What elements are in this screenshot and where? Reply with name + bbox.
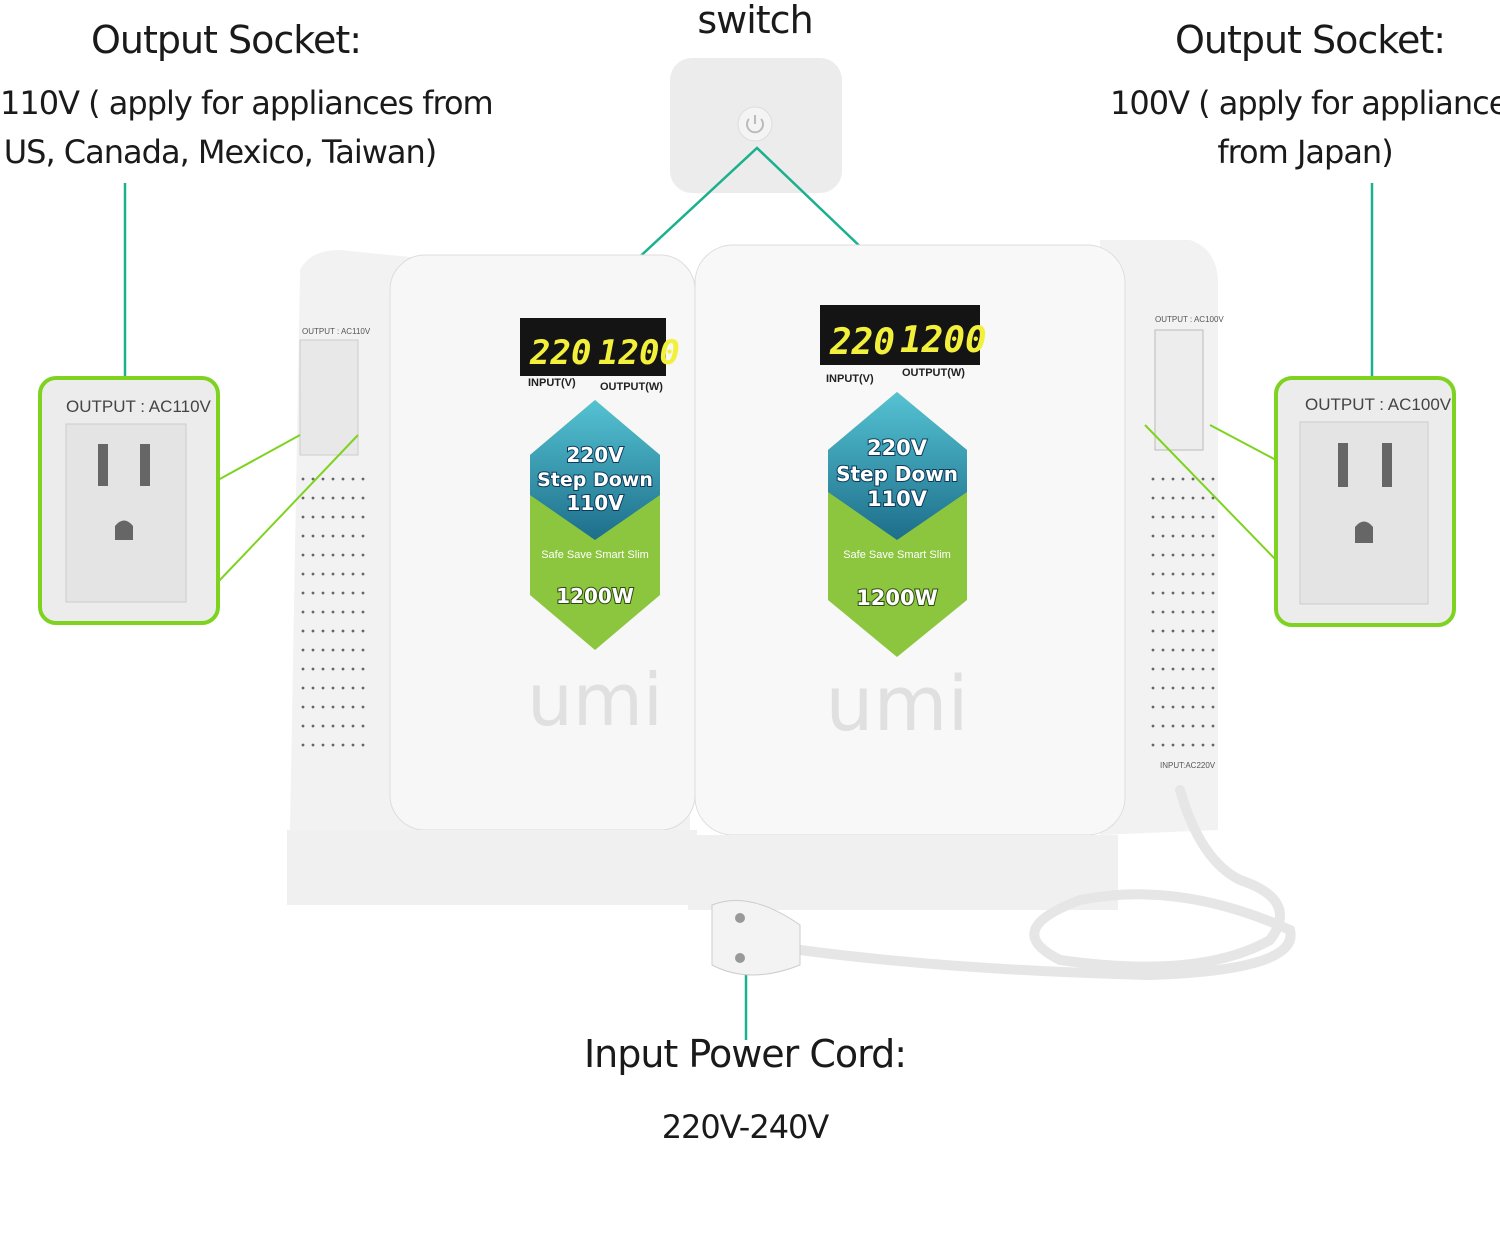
svg-text:OUTPUT : AC100V: OUTPUT : AC100V <box>1305 395 1452 414</box>
svg-text:220: 220 <box>529 333 591 373</box>
right-callout-line2: from Japan) <box>1217 133 1393 171</box>
input-cord-title: Input Power Cord: <box>583 1032 907 1076</box>
svg-text:umi: umi <box>825 659 968 748</box>
switch-closeup <box>670 58 842 193</box>
svg-text:220V: 220V <box>867 436 928 460</box>
svg-text:OUTPUT(W): OUTPUT(W) <box>902 367 965 379</box>
left-callout-line1: 110V ( apply for appliances from <box>0 84 494 122</box>
left-callout-title: Output Socket: <box>90 18 362 62</box>
svg-text:Safe Save Smart Slim: Safe Save Smart Slim <box>843 549 951 561</box>
svg-text:1200W: 1200W <box>856 586 938 610</box>
svg-text:1200W: 1200W <box>556 584 634 608</box>
svg-text:110V: 110V <box>867 487 928 511</box>
svg-text:INPUT(V): INPUT(V) <box>528 377 576 389</box>
callout-lines <box>123 146 1374 1040</box>
left-callout-line2: US, Canada, Mexico, Taiwan) <box>3 133 438 171</box>
right-converter: OUTPUT : AC100V INPUT:AC220V 220 1200 IN… <box>688 240 1224 910</box>
left-converter: OUTPUT : AC110V 220 1200 INPUT(V) OUTPUT… <box>287 250 697 905</box>
svg-text:Step Down: Step Down <box>537 469 653 491</box>
svg-text:OUTPUT : AC110V: OUTPUT : AC110V <box>302 327 371 336</box>
svg-text:INPUT:AC220V: INPUT:AC220V <box>1160 761 1216 770</box>
svg-text:OUTPUT : AC100V: OUTPUT : AC100V <box>1155 315 1224 324</box>
svg-text:1200: 1200 <box>900 320 987 361</box>
svg-text:Step Down: Step Down <box>836 462 958 486</box>
right-callout-title: Output Socket: <box>1174 18 1446 62</box>
svg-text:OUTPUT(W): OUTPUT(W) <box>600 381 663 393</box>
svg-text:110V: 110V <box>566 491 624 515</box>
power-icon <box>746 115 764 134</box>
svg-text:220V: 220V <box>566 443 624 467</box>
svg-text:OUTPUT : AC110V: OUTPUT : AC110V <box>66 397 212 416</box>
svg-text:umi: umi <box>527 658 663 742</box>
svg-text:INPUT(V): INPUT(V) <box>826 373 874 385</box>
input-cord-voltage: 220V-240V <box>661 1108 830 1146</box>
plug <box>711 900 801 976</box>
svg-text:Safe Save Smart Slim: Safe Save Smart Slim <box>541 549 649 561</box>
power-cord <box>795 785 1296 981</box>
right-socket-closeup: OUTPUT : AC100V <box>1144 376 1456 627</box>
svg-text:1200: 1200 <box>598 333 680 373</box>
switch-callout-title: switch <box>697 0 813 42</box>
right-callout-line1: 100V ( apply for appliances <box>1110 84 1500 122</box>
svg-text:220: 220 <box>829 322 895 363</box>
left-socket-closeup: OUTPUT : AC110V <box>38 376 359 625</box>
